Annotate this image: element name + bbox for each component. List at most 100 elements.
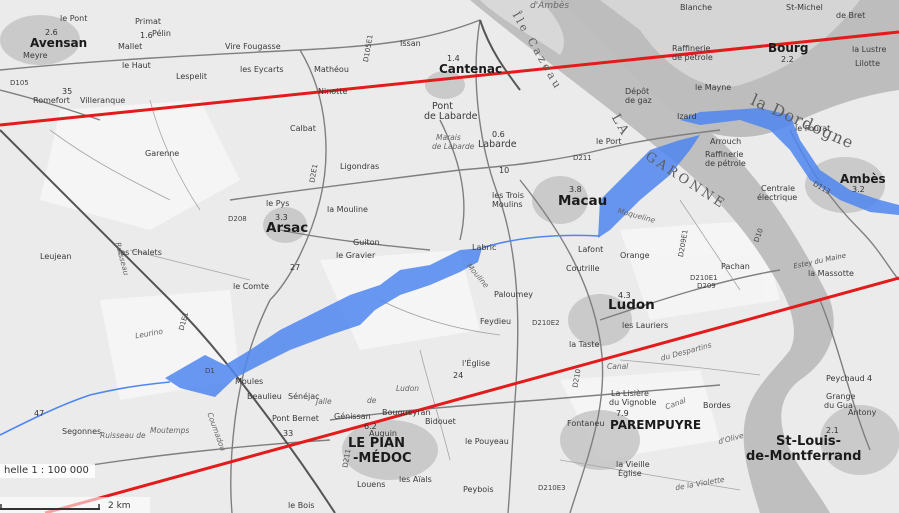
label-genissan: Génissan [334,412,371,421]
label-les-lauriers: les Lauriers [622,321,669,330]
label-labric: Labric [472,243,497,252]
label-pont-bernet: Pont Bernet [272,414,319,423]
label-romefort: Romefort [33,96,70,105]
label-canal: Canal [607,362,629,371]
label-paloumey: Paloumey [494,290,534,299]
label-de-petrole-1: de pétrole [672,53,713,62]
settlements [0,15,899,480]
alt-10: 10 [499,166,510,175]
label-le-pouyeau: le Pouyeau [465,437,509,446]
scale-bar-label: 2 km [108,501,131,511]
road-d210e1: D210E1 [690,274,718,282]
flood-zone [165,108,899,397]
label-les-trois: les Trois [492,191,524,200]
alt-2-6: 2.6 [45,28,58,37]
alt-2-2: 2.2 [781,55,794,64]
label-macau: Macau [558,193,608,209]
label-la-vieille: la Vieille [616,460,650,469]
label-la-lustre: la Lustre [852,45,887,54]
label-les-chalets: les Chalets [118,248,162,257]
label-la-lisiere: La Lisière [611,389,649,398]
railway [0,19,521,513]
label-jalle: Jalle [316,397,332,406]
minor-roads [49,99,761,491]
label-mallet: Mallet [118,42,143,51]
alt-3-3: 3.3 [275,213,288,222]
alt-1-4: 1.4 [447,54,460,63]
label-le-pys: le Pys [266,199,290,208]
label-pachan: Pachan [721,262,750,271]
label-orange: Orange [620,251,650,260]
label-segonnes: Segonnes [62,427,102,436]
label-medoc: -MÉDOC [353,451,412,466]
label-calbat: Calbat [290,124,316,133]
label-villeranque: Villeranque [80,96,126,105]
label-de: de [367,396,377,405]
label-senejac: Sénéjac [288,392,320,401]
alt-2-1: 2.1 [826,426,839,435]
label-feydieu: Feydieu [480,317,512,326]
label-meyre: Meyre [23,51,48,60]
label-la-massotte: la Massotte [808,269,854,278]
label-peybois: Peybois [463,485,494,494]
label-la-mouline: la Mouline [327,205,368,214]
label-bidouet: Bidouet [425,417,456,426]
label-avensan: Avensan [30,36,88,50]
label-depot: Dépôt [625,87,650,96]
label-le-port: le Port [596,137,622,146]
label-moules: Moules [235,377,264,386]
label-st-michel: St-Michel [786,3,823,12]
route-lines [0,30,899,513]
alt-27: 27 [290,263,301,272]
label-lafont: Lafont [578,245,604,254]
label-marais: Marais [436,133,461,142]
alt-3-2: 3.2 [852,185,865,194]
label-le-pian: LE PIAN [348,436,405,451]
label-de-petrole-2: de pétrole [705,159,746,168]
label-issan: Issan [400,39,421,48]
label-peychaud: Peychaud [826,374,865,383]
label-le-bois: le Bois [288,501,315,510]
label-fontaneu: Fontaneu [567,419,605,428]
garonne-river [470,0,834,513]
label-leujean: Leujean [40,252,72,261]
blue-streams [0,234,601,436]
label-moutemps: Moutemps [150,426,190,435]
label-coutrille: Coutrille [566,264,600,273]
label-izard: Izard [677,112,697,121]
label-bouqueyran: Bouqueyran [382,408,431,417]
alt-6-2: 6.2 [364,422,377,431]
alt-7-9: 7.9 [616,409,629,418]
label-ludon: Ludon [396,384,420,393]
scale-bar [0,497,150,513]
label-grange: Grange [826,392,856,401]
label-antony: Antony [848,408,877,417]
roads [0,19,899,513]
label-leglise: l'Église [462,359,491,368]
label-la-taste: la Taste [569,340,600,349]
alt-0-6: 0.6 [492,130,505,139]
alt-47: 47 [34,409,45,418]
label-guiton: Guiton [353,238,380,247]
scale-text: helle 1 : 100 000 [0,464,95,478]
label-garenne: Garenne [145,149,180,158]
label-ludon-medoc: Ludon [608,297,655,313]
label-arsac: Arsac [266,220,309,236]
alt-35: 35 [62,87,73,96]
label-vire-fougasse: Vire Fougasse [225,42,281,51]
label-louens: Louens [357,480,386,489]
label-blanche: Blanche [680,3,713,12]
road-d1: D1 [205,367,215,375]
label-ambes: Ambès [840,172,886,186]
label-bourg: Bourg [768,41,809,55]
alt-33: 33 [283,429,294,438]
label-moulins: Moulins [492,200,523,209]
label-ruisseau-de: Ruisseau de [100,431,146,440]
alt-4: 4 [867,374,873,383]
road-d208: D208 [228,215,247,223]
label-primat: Primat [135,17,162,26]
label-marais-de-labarde: de Labarde [432,142,475,151]
label-beaulieu: Beaulieu [247,392,282,401]
